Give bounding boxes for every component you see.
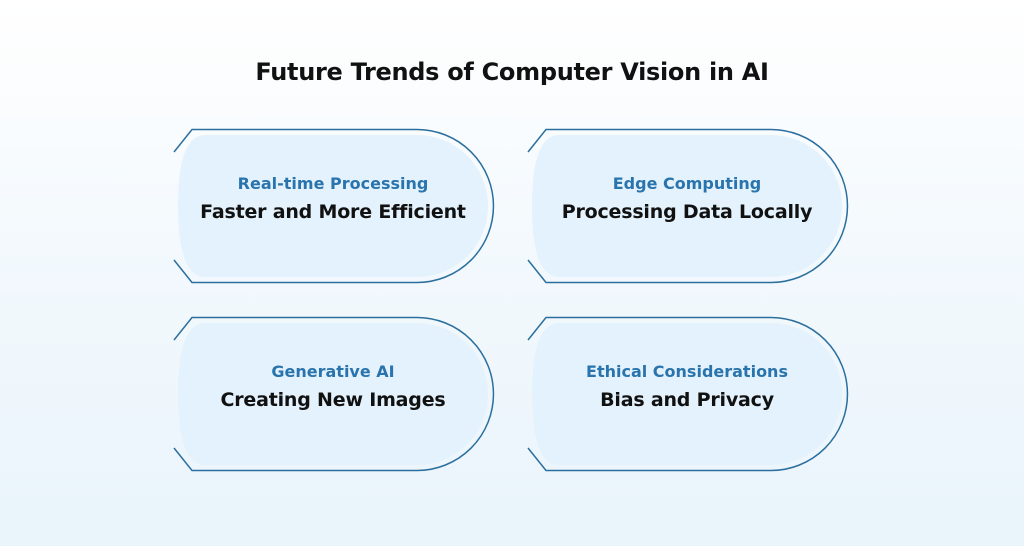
card-subtitle: Edge Computing	[612, 174, 762, 193]
page-title: Future Trends of Computer Vision in AI	[255, 58, 769, 86]
card-subtitle: Generative AI	[271, 362, 395, 381]
card-text: Faster and More Efficient	[200, 201, 466, 223]
card-shape	[527, 316, 849, 472]
card-shape	[527, 128, 849, 284]
card-shape	[173, 316, 495, 472]
card-outline	[173, 128, 495, 284]
card-text: Bias and Privacy	[600, 389, 774, 411]
card-outline	[527, 316, 849, 472]
card-text: Processing Data Locally	[561, 201, 813, 223]
trend-card-ethical: Ethical Considerations Bias and Privacy	[527, 316, 851, 474]
trend-card-real-time: Real-time Processing Faster and More Eff…	[173, 128, 497, 286]
card-subtitle: Ethical Considerations	[586, 362, 788, 381]
card-fill	[532, 323, 842, 465]
card-fill	[532, 135, 842, 277]
card-fill	[178, 323, 488, 465]
card-outline	[173, 316, 495, 472]
card-outline	[527, 128, 849, 284]
card-text: Creating New Images	[220, 389, 446, 411]
trend-card-generative-ai: Generative AI Creating New Images	[173, 316, 497, 474]
card-subtitle: Real-time Processing	[237, 174, 429, 193]
card-shape	[173, 128, 495, 284]
trend-card-edge-computing: Edge Computing Processing Data Locally	[527, 128, 851, 286]
card-fill	[178, 135, 488, 277]
